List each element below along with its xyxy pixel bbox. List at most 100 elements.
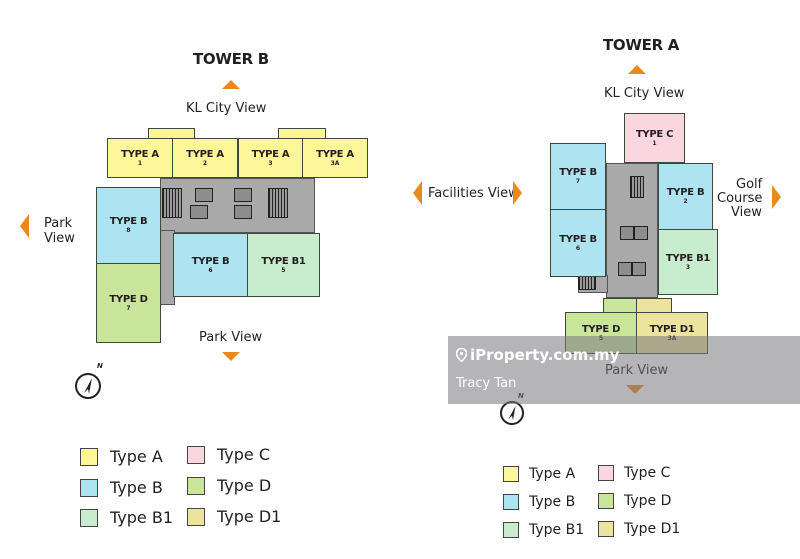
swatch-icon	[80, 478, 98, 497]
tower-b-unit-b8[interactable]: TYPE B 8	[96, 187, 161, 264]
tower-a-unit-b2[interactable]: TYPE B 2	[658, 163, 713, 230]
tower-a-right-view-line2: Course	[717, 191, 763, 206]
swatch-icon	[598, 493, 614, 509]
tower-b-unit-a1[interactable]: TYPE A 1	[107, 138, 173, 178]
location-pin-icon	[456, 348, 467, 362]
tower-b-balcony	[278, 128, 326, 139]
swatch-icon	[503, 522, 519, 538]
north-compass-icon	[75, 373, 101, 399]
unit-type-label: TYPE D	[581, 323, 621, 335]
tower-a-unit-d5-extension	[603, 298, 637, 313]
swatch-icon	[187, 507, 205, 526]
facilities-view-right-arrow-icon	[513, 181, 522, 205]
tower-a-left-view-label: Facilities View	[428, 186, 519, 201]
legend-label: Type B	[529, 494, 576, 510]
unit-number-label: 2	[202, 159, 208, 167]
unit-number-label: 1	[652, 139, 657, 147]
legend-type-d: Type D	[187, 476, 271, 495]
park-view-left-arrow-icon	[20, 214, 29, 238]
swatch-icon	[80, 508, 98, 527]
facilities-view-left-arrow-icon	[413, 181, 422, 205]
unit-type-label: TYPE A	[251, 148, 290, 160]
unit-type-label: TYPE B1	[261, 255, 306, 267]
tower-a-unit-c1[interactable]: TYPE C 1	[624, 113, 685, 163]
lift-icon	[618, 262, 632, 276]
swatch-icon	[503, 466, 519, 482]
watermark-brand: iProperty.com.my	[456, 346, 619, 364]
tower-a-unit-b1-3[interactable]: TYPE B1 3	[658, 229, 718, 295]
compass-north-label: N	[97, 362, 103, 370]
tower-b-title: TOWER B	[193, 50, 269, 68]
tower-b-unit-d7[interactable]: TYPE D 7	[96, 263, 161, 343]
legend-label: Type B1	[110, 508, 173, 527]
tower-b-top-view-label: KL City View	[186, 101, 267, 116]
legend-label: Type A	[529, 466, 576, 482]
tower-b-unit-a2[interactable]: TYPE A 2	[172, 138, 238, 178]
unit-type-label: TYPE A	[186, 148, 224, 160]
stair-icon	[578, 276, 596, 290]
lift-icon	[190, 205, 208, 219]
tower-b-left-view-line2: View	[44, 231, 75, 246]
swatch-icon	[598, 465, 614, 481]
north-compass-icon	[500, 401, 524, 425]
unit-number-label: 5	[281, 266, 286, 274]
tower-a-right-view-line3: View	[731, 205, 762, 220]
unit-number-label: 7	[575, 178, 581, 185]
legend-label: Type C	[217, 445, 271, 464]
legend-type-c: Type C	[598, 465, 670, 481]
stair-icon	[630, 176, 644, 198]
legend-type-d: Type D	[598, 493, 671, 509]
legend-label: Type B	[110, 478, 163, 497]
unit-number-label: 1	[137, 159, 143, 167]
lift-icon	[634, 226, 648, 240]
tower-a-unit-b6[interactable]: TYPE B 6	[550, 209, 606, 277]
lift-icon	[632, 262, 646, 276]
legend-type-b1: Type B1	[80, 508, 173, 527]
golf-course-view-arrow-icon	[772, 185, 781, 209]
tower-a-top-view-label: KL City View	[604, 86, 685, 101]
unit-type-label: TYPE B	[559, 167, 597, 178]
unit-number-label: 6	[208, 266, 213, 274]
unit-number-label: 7	[126, 304, 131, 312]
legend-type-c: Type C	[187, 445, 270, 464]
tower-b-unit-b6[interactable]: TYPE B 6	[173, 233, 248, 297]
legend-label: Type B1	[529, 522, 585, 538]
legend-label: Type D1	[217, 507, 282, 526]
tower-b-unit-b1-5[interactable]: TYPE B1 5	[247, 233, 320, 297]
tower-b-unit-a3a[interactable]: TYPE A 3A	[302, 138, 368, 178]
unit-type-label: TYPE B	[109, 216, 148, 227]
unit-number-label: 3	[268, 159, 273, 167]
legend-label: Type C	[624, 465, 671, 481]
unit-type-label: TYPE D	[109, 293, 148, 305]
unit-type-label: TYPE D1	[649, 323, 695, 335]
swatch-icon	[80, 447, 98, 466]
park-view-down-arrow-icon	[222, 352, 240, 361]
unit-type-label: TYPE B	[666, 187, 705, 198]
watermark-agent: Tracy Tan	[456, 376, 517, 391]
legend-label: Type D	[624, 493, 672, 509]
stair-icon	[268, 188, 288, 218]
swatch-icon	[598, 521, 614, 537]
unit-type-label: TYPE B1	[665, 252, 711, 264]
lift-icon	[620, 226, 634, 240]
unit-number-label: 6	[575, 244, 581, 252]
tower-a-unit-b7[interactable]: TYPE B 7	[550, 143, 606, 210]
tower-a-right-view-line1: Golf	[736, 177, 763, 192]
watermark-overlay: iProperty.com.my Tracy Tan	[448, 336, 800, 404]
swatch-icon	[503, 494, 519, 510]
unit-number-label: 2	[683, 198, 688, 205]
unit-type-label: TYPE C	[635, 128, 674, 140]
unit-type-label: TYPE B	[191, 255, 230, 267]
unit-type-label: TYPE A	[121, 148, 159, 160]
legend-type-d1: Type D1	[187, 507, 281, 526]
legend-label: Type D	[217, 476, 272, 495]
unit-type-label: TYPE B	[559, 233, 597, 245]
unit-type-label: TYPE A	[316, 148, 354, 160]
lift-icon	[234, 205, 252, 219]
tower-b-bottom-view-label: Park View	[199, 330, 263, 345]
kl-city-view-arrow-icon	[628, 65, 646, 74]
watermark-brand-text: iProperty.com.my	[470, 346, 620, 364]
tower-b-unit-a3[interactable]: TYPE A 3	[238, 138, 303, 178]
swatch-icon	[187, 476, 205, 495]
tower-b-left-view-line1: Park	[44, 216, 73, 231]
